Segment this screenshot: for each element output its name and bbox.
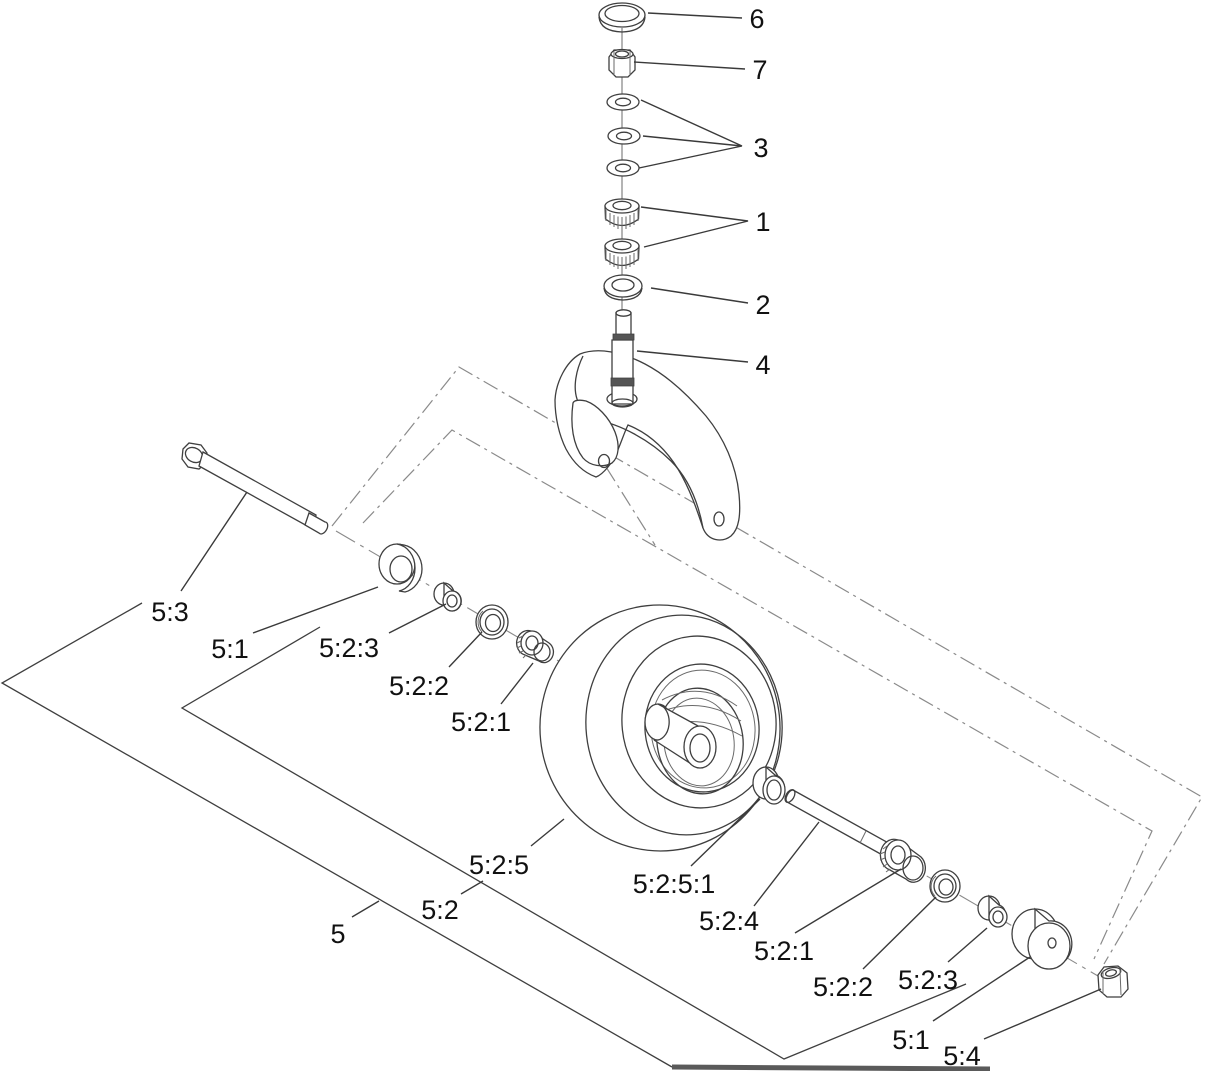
callout-4: 4	[755, 350, 770, 380]
group-boundary-dashdot-inner	[362, 429, 1153, 960]
washer-1	[606, 93, 640, 111]
part-4-spindle	[610, 309, 635, 408]
part-5-2-3-bushing-right	[977, 894, 1008, 928]
bottom-frame-bar	[671, 1064, 991, 1071]
part-7-locknut	[608, 48, 636, 78]
callout-labels: 6 7 3 1 2 4 5:3 5:1 5:2:3 5:2:2 5:2:1 5:…	[151, 4, 981, 1071]
part-5-2-5-wheel	[539, 604, 783, 852]
callout-5-2-2-left: 5:2:2	[389, 671, 449, 701]
part-5-2-3-bushing-left	[433, 581, 462, 612]
part-1-bearing-upper	[604, 198, 640, 230]
callout-5-2-2-right: 5:2:2	[813, 972, 873, 1002]
part-5-1-spacer-right	[1011, 907, 1073, 970]
group-boundary-solid-outer	[0, 602, 673, 1068]
callout-5-2-4: 5:2:4	[699, 906, 759, 936]
part-5-3-axle-bolt	[181, 442, 329, 535]
callout-5-1-left: 5:1	[211, 634, 249, 664]
callout-5-2-1-right: 5:2:1	[754, 936, 814, 966]
callout-3: 3	[753, 133, 768, 163]
part-5-4-nut	[1097, 965, 1129, 998]
callout-5-2-3-right: 5:2:3	[898, 965, 958, 995]
callout-6: 6	[749, 4, 764, 34]
callout-5: 5	[330, 919, 345, 949]
callout-5-1-right: 5:1	[892, 1025, 930, 1055]
part-3-washer-stack	[606, 93, 641, 177]
part-4-caster-fork	[554, 350, 741, 541]
callout-5-2-5: 5:2:5	[469, 850, 529, 880]
part-5-1-spacer-left	[378, 543, 423, 593]
callout-5-4: 5:4	[943, 1041, 981, 1071]
callout-5-2: 5:2	[421, 895, 459, 925]
part-5-2-5-1-wheel-bushing	[752, 765, 786, 805]
washer-3	[606, 159, 640, 177]
callout-2: 2	[755, 290, 770, 320]
part-6-cap	[598, 2, 646, 33]
callout-7: 7	[752, 55, 767, 85]
callout-1: 1	[755, 207, 770, 237]
washer-2	[607, 127, 641, 145]
callout-5-2-1-left: 5:2:1	[451, 707, 511, 737]
part-5-2-2-seal-left	[475, 604, 509, 640]
group-boundary-dashdot-outer	[331, 366, 1203, 965]
part-5-2-1-bearing-left	[515, 629, 555, 664]
group-boundary-solid-inner	[180, 626, 967, 1060]
part-1-bearing-lower	[604, 238, 640, 270]
part-5-2-2-seal-right	[929, 869, 961, 903]
leader-lines	[180, 12, 1102, 1040]
callout-5-3: 5:3	[151, 597, 189, 627]
callout-5-2-5-1: 5:2:5:1	[633, 869, 716, 899]
callout-5-2-3-left: 5:2:3	[319, 633, 379, 663]
part-5-2-1-bearing-right	[879, 838, 926, 883]
part-2-seal	[603, 274, 643, 301]
